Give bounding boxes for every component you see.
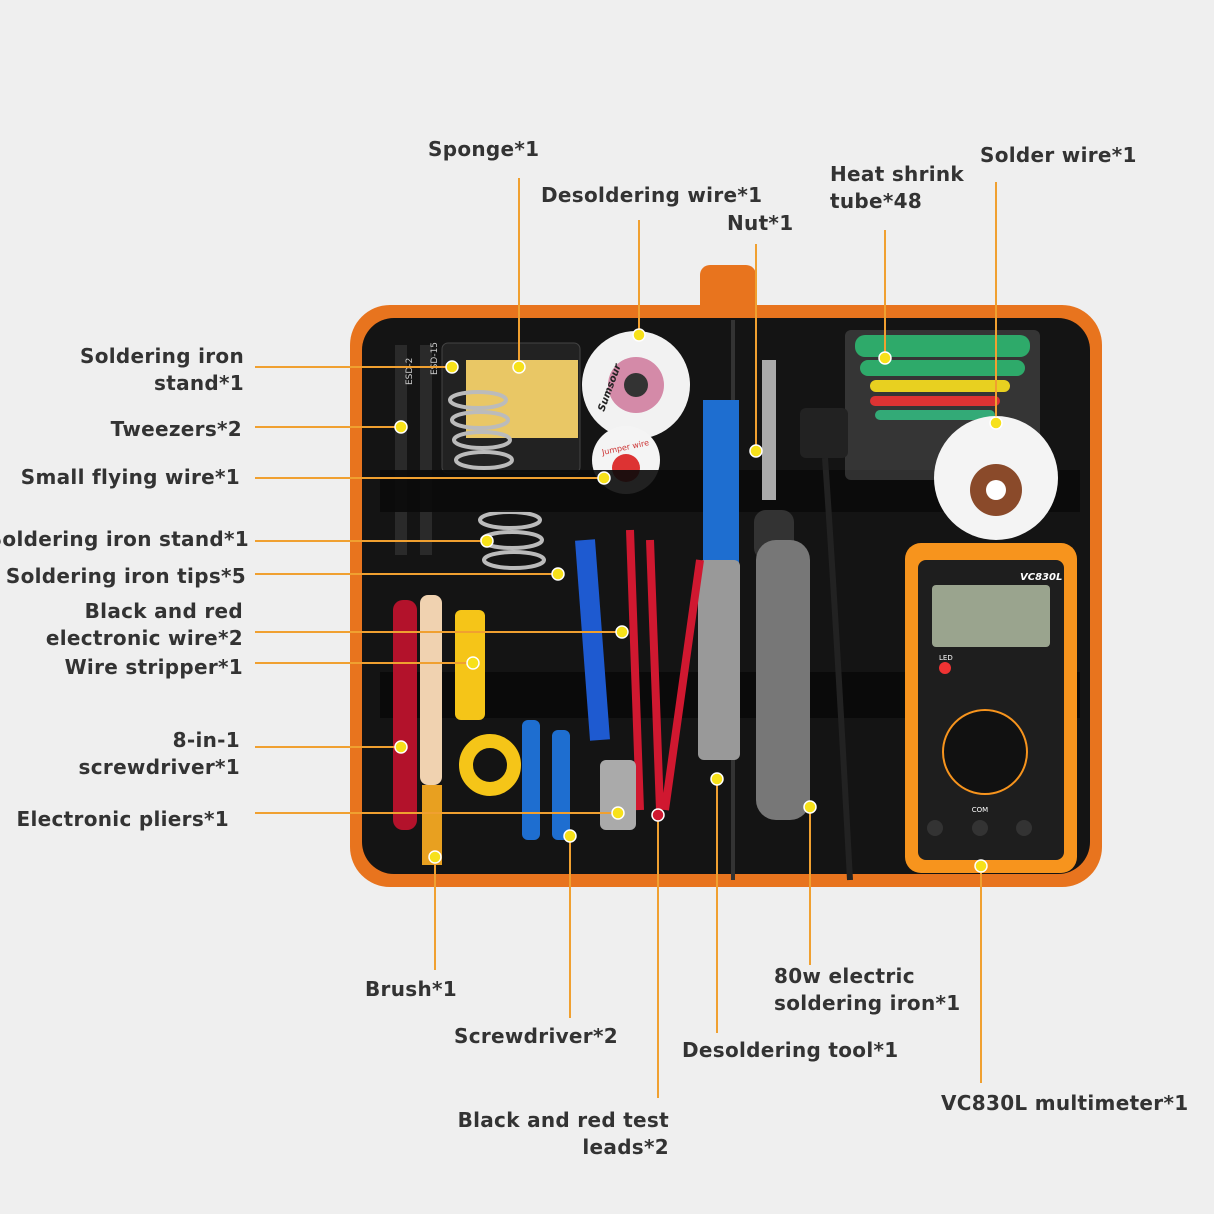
label-line: stand*1 bbox=[154, 371, 244, 395]
soldering-iron bbox=[756, 540, 810, 820]
label-nut: Nut*1 bbox=[727, 211, 794, 235]
label-solder-wire: Solder wire*1 bbox=[980, 143, 1137, 167]
iron-tip bbox=[762, 360, 776, 500]
label-flying-wire: Small flying wire*1 bbox=[20, 465, 240, 489]
label-line: Black and red test bbox=[457, 1108, 669, 1132]
label-screwdriver: Screwdriver*2 bbox=[454, 1024, 618, 1048]
label-tweezers: Tweezers*2 bbox=[110, 417, 242, 441]
label-heat-shrink: Heat shrink tube*48 bbox=[830, 161, 964, 215]
leader-lines bbox=[255, 178, 997, 1098]
label-line: Black and red bbox=[84, 599, 243, 623]
pliers-handle bbox=[575, 539, 610, 741]
multimeter-model-text: VC830L bbox=[1020, 572, 1062, 583]
multimeter-jack bbox=[927, 820, 943, 836]
multimeter-display bbox=[932, 585, 1050, 647]
multimeter-com-text: COM bbox=[972, 806, 988, 814]
tweezers-text: ESD-15 bbox=[430, 342, 440, 375]
power-plug bbox=[800, 408, 848, 458]
multimeter-dial[interactable] bbox=[942, 709, 1028, 795]
brush bbox=[420, 595, 442, 785]
label-screwdriver-8in1: 8-in-1 screwdriver*1 bbox=[79, 727, 240, 781]
label-electronic-wire: Black and red electronic wire*2 bbox=[46, 598, 243, 652]
label-line: 80w electric bbox=[774, 964, 915, 988]
label-iron-stand-a: Soldering iron stand*1 bbox=[80, 343, 244, 397]
power-cord bbox=[822, 457, 853, 881]
tweezers bbox=[420, 345, 432, 555]
tweezers-text: ESD-2 bbox=[405, 358, 415, 385]
screwdriver-8in1 bbox=[393, 600, 417, 830]
multimeter-jack bbox=[972, 820, 988, 836]
label-pliers: Electronic pliers*1 bbox=[16, 807, 229, 831]
test-leads bbox=[626, 529, 704, 811]
desoldering-tool bbox=[703, 400, 739, 570]
label-desoldering-wire: Desoldering wire*1 bbox=[541, 183, 763, 207]
multimeter-jack bbox=[1016, 820, 1032, 836]
label-line: leads*2 bbox=[582, 1135, 669, 1159]
label-line: Heat shrink bbox=[830, 162, 965, 186]
label-line: screwdriver*1 bbox=[78, 755, 240, 779]
label-soldering-iron: 80w electric soldering iron*1 bbox=[774, 963, 961, 1017]
label-iron-tips: Soldering iron tips*5 bbox=[5, 564, 246, 588]
label-iron-stand-b: Soldering iron stand*1 bbox=[0, 527, 249, 551]
multimeter-led-text: LED bbox=[939, 654, 953, 662]
multimeter-led bbox=[939, 662, 951, 674]
label-brush: Brush*1 bbox=[365, 977, 457, 1001]
label-wire-stripper: Wire stripper*1 bbox=[64, 655, 243, 679]
label-desoldering-tool: Desoldering tool*1 bbox=[682, 1038, 899, 1062]
label-line: soldering iron*1 bbox=[774, 991, 961, 1015]
label-line: tube*48 bbox=[830, 189, 923, 213]
label-sponge: Sponge*1 bbox=[428, 137, 540, 161]
label-line: Soldering iron bbox=[79, 344, 244, 368]
screwdriver bbox=[522, 720, 540, 840]
callout-dots bbox=[394, 328, 1003, 873]
label-test-leads: Black and red test leads*2 bbox=[458, 1107, 669, 1161]
label-multimeter: VC830L multimeter*1 bbox=[941, 1091, 1189, 1115]
label-line: electronic wire*2 bbox=[45, 626, 243, 650]
label-line: 8-in-1 bbox=[172, 728, 240, 752]
screwdriver bbox=[552, 730, 570, 840]
